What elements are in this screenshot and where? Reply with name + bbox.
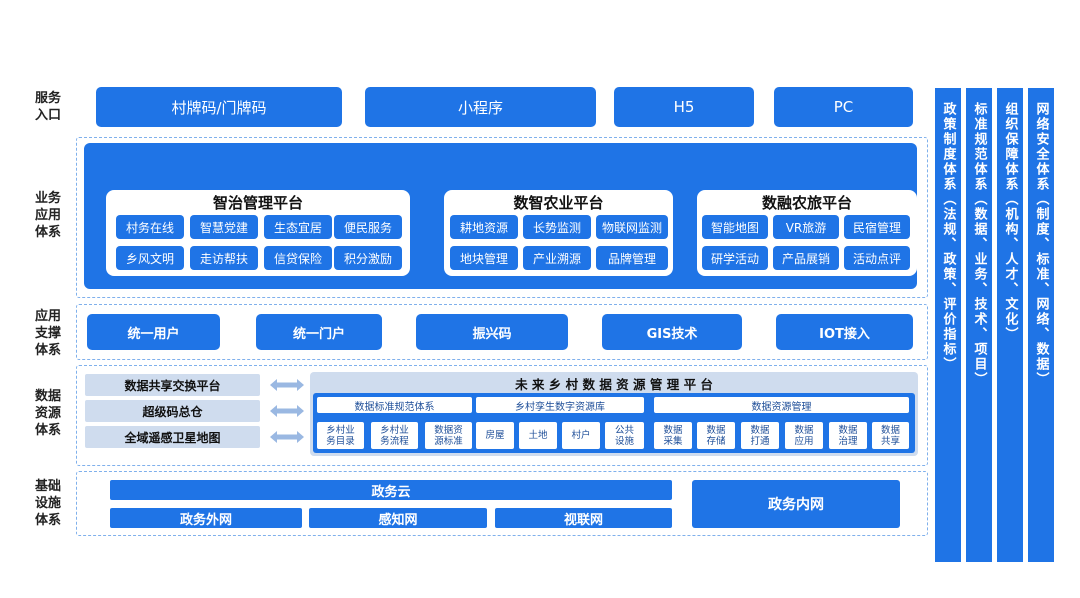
network-security-column: 网络安全体系（制度、标准、网络、数据） (1028, 88, 1054, 562)
data-mgmt-title: 数据资源管理 (654, 397, 909, 413)
module-brand-mgmt[interactable]: 品牌管理 (596, 246, 668, 270)
entry-pc[interactable]: PC (774, 87, 913, 127)
entry-mini-program[interactable]: 小程序 (365, 87, 596, 127)
twin-item[interactable]: 房屋 (476, 422, 514, 449)
module-iot-monitor[interactable]: 物联网监测 (596, 215, 668, 239)
business-app-section (76, 137, 928, 298)
twin-item[interactable]: 村户 (562, 422, 600, 449)
satellite-map[interactable]: 全域遥感卫星地图 (85, 426, 260, 448)
super-code-warehouse[interactable]: 超级码总仓 (85, 400, 260, 422)
twin-item[interactable]: 土地 (519, 422, 557, 449)
tourism-platform-title: 数融农旅平台 (761, 194, 852, 212)
module-points-incentive[interactable]: 积分激励 (334, 246, 402, 270)
mgmt-item[interactable]: 数据 采集 (654, 422, 692, 449)
row-label-infrastructure: 基础 设施 体系 (34, 479, 61, 528)
twin-library-title: 乡村孪生数字资源库 (476, 397, 644, 413)
module-smart-party[interactable]: 智慧党建 (190, 215, 258, 239)
module-ecology[interactable]: 生态宜居 (264, 215, 332, 239)
double-arrow-icon (270, 431, 304, 443)
row-label-business-app: 业务 应用 体系 (34, 191, 61, 240)
std-item[interactable]: 乡村业 务目录 (317, 422, 364, 449)
support-unified-user[interactable]: 统一用户 (87, 314, 220, 350)
row-label-app-support: 应用 支撑 体系 (34, 309, 61, 358)
tourism-platform-card: 数融农旅平台 智能地图 VR旅游 民宿管理 研学活动 产品展销 活动点评 (697, 190, 917, 276)
infrastructure-section (76, 471, 928, 536)
double-arrow-icon (270, 379, 304, 391)
gov-cloud[interactable]: 政务云 (110, 480, 672, 500)
support-revitalization-code[interactable]: 振兴码 (416, 314, 568, 350)
module-convenience[interactable]: 便民服务 (334, 215, 402, 239)
module-traceability[interactable]: 产业溯源 (523, 246, 591, 270)
mgmt-item[interactable]: 数据 存储 (697, 422, 735, 449)
mgmt-item[interactable]: 数据 治理 (829, 422, 867, 449)
module-visit-assist[interactable]: 走访帮扶 (190, 246, 258, 270)
module-homestay[interactable]: 民宿管理 (844, 215, 910, 239)
organization-system-column: 组织保障体系（机构、人才、文化） (997, 88, 1023, 562)
mgmt-item[interactable]: 数据 打通 (741, 422, 779, 449)
mgmt-item[interactable]: 数据 共享 (872, 422, 909, 449)
support-iot[interactable]: IOT接入 (776, 314, 913, 350)
module-product-expo[interactable]: 产品展销 (773, 246, 839, 270)
twin-item[interactable]: 公共 设施 (605, 422, 644, 449)
module-growth-monitor[interactable]: 长势监测 (523, 215, 591, 239)
module-study-tour[interactable]: 研学活动 (702, 246, 768, 270)
sensing-network[interactable]: 感知网 (309, 508, 487, 528)
module-vr-tour[interactable]: VR旅游 (773, 215, 839, 239)
gov-intranet[interactable]: 政务内网 (692, 480, 900, 528)
app-support-section (76, 304, 928, 360)
data-resource-section (76, 365, 928, 466)
governance-platform-card: 智治管理平台 村务在线 智慧党建 生态宜居 便民服务 乡风文明 走访帮扶 信贷保… (106, 190, 410, 276)
module-smart-map[interactable]: 智能地图 (702, 215, 768, 239)
entry-h5[interactable]: H5 (614, 87, 754, 127)
std-item[interactable]: 数据资 源标准 (425, 422, 472, 449)
module-credit-insurance[interactable]: 信贷保险 (264, 246, 332, 270)
standards-system-column: 标准规范体系（数据、业务、技术、项目） (966, 88, 992, 562)
agriculture-platform-card: 数智农业平台 耕地资源 长势监测 物联网监测 地块管理 产业溯源 品牌管理 (444, 190, 673, 276)
governance-platform-title: 智治管理平台 (212, 194, 303, 212)
module-civility[interactable]: 乡风文明 (116, 246, 184, 270)
row-label-service-entry: 服务 入口 (34, 91, 61, 123)
video-network[interactable]: 视联网 (495, 508, 672, 528)
module-farmland[interactable]: 耕地资源 (450, 215, 518, 239)
module-village-affairs[interactable]: 村务在线 (116, 215, 184, 239)
mgmt-item[interactable]: 数据 应用 (785, 422, 823, 449)
support-gis[interactable]: GIS技术 (602, 314, 742, 350)
std-item[interactable]: 乡村业 务流程 (371, 422, 418, 449)
std-system-title: 数据标准规范体系 (317, 397, 472, 413)
resource-platform-body: 数据标准规范体系 乡村业 务目录 乡村业 务流程 数据资 源标准 乡村孪生数字资… (313, 393, 915, 453)
row-label-data-resource: 数据 资源 体系 (34, 389, 61, 438)
module-plot-mgmt[interactable]: 地块管理 (450, 246, 518, 270)
module-activity-review[interactable]: 活动点评 (844, 246, 910, 270)
support-unified-portal[interactable]: 统一门户 (256, 314, 382, 350)
entry-village-code[interactable]: 村牌码/门牌码 (96, 87, 342, 127)
agriculture-platform-title: 数智农业平台 (513, 194, 604, 212)
policy-system-column: 政策制度体系（法规、政策、评价指标） (935, 88, 961, 562)
gov-extranet[interactable]: 政务外网 (110, 508, 302, 528)
resource-platform-title: 未 来 乡 村 数 据 资 源 管 理 平 台 (515, 376, 713, 392)
double-arrow-icon (270, 405, 304, 417)
data-exchange-platform[interactable]: 数据共享交换平台 (85, 374, 260, 396)
